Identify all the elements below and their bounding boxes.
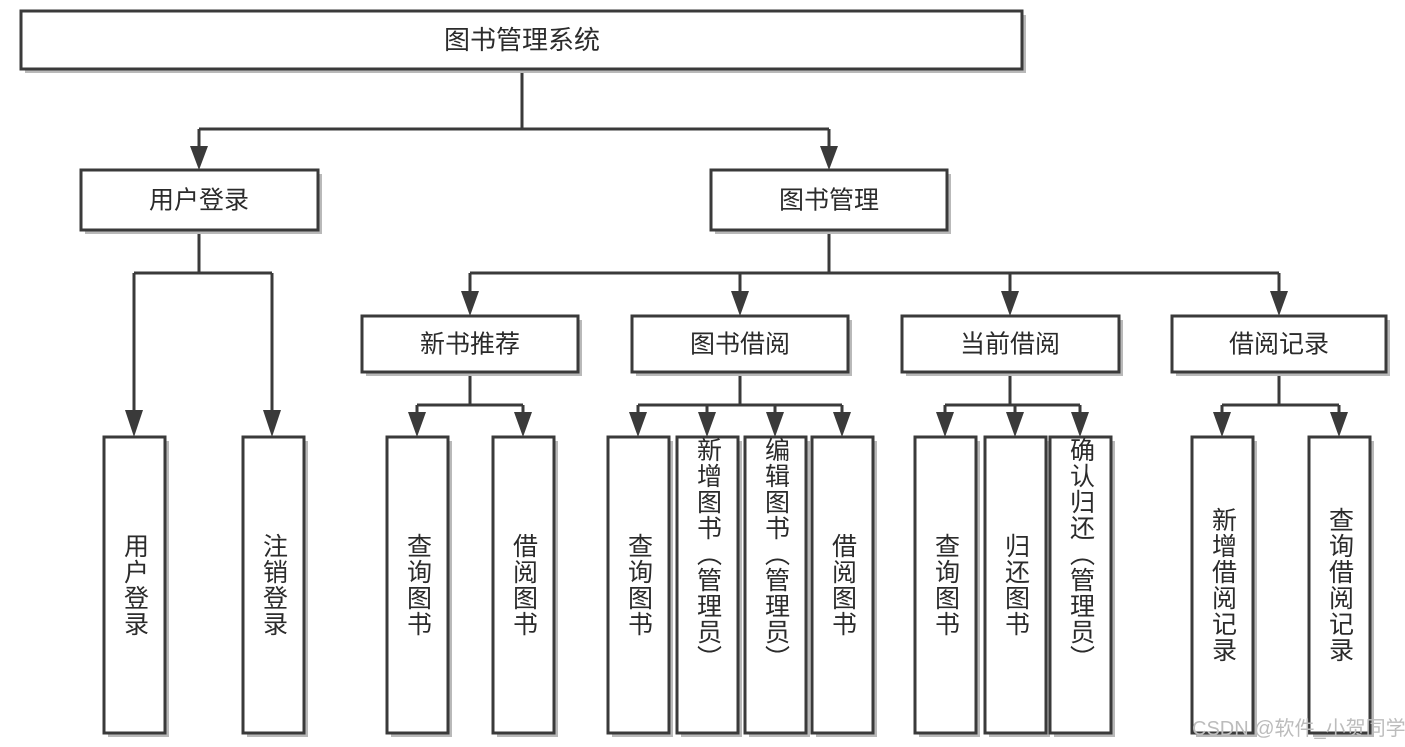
leaf-current-borrow-3-box[interactable] [1048,435,1113,735]
arrow-head-new-book [461,291,479,316]
leaf-book-borrow-4-box[interactable] [810,435,875,735]
connector-group-new-book [408,374,532,437]
connector-group-borrow-record [1213,374,1348,437]
node-new-book-recommend-label: 新书推荐 [420,331,520,359]
leaf-node-new-book-2[interactable] [491,435,558,737]
connector-group-user-login [125,232,281,437]
leaf-node-user-login-1[interactable] [102,435,169,737]
arrow-head-book-borrow [731,291,749,316]
leaf-book-borrow-2-box[interactable] [675,435,740,735]
arrow-head-leaf-new-book-2 [514,412,532,437]
leaf-node-borrow-record-1[interactable] [1190,435,1257,737]
arrow-head-borrow-record [1270,291,1288,316]
leaf-node-book-borrow-3[interactable] [743,435,810,737]
node-root[interactable]: 图书管理系统 [19,9,1026,73]
leaf-borrow-record-2-box[interactable] [1307,435,1372,735]
connector-group-root [190,69,838,170]
node-borrow-record-label: 借阅记录 [1229,331,1329,359]
leaf-node-new-book-1[interactable] [385,435,452,737]
node-current-borrow-label: 当前借阅 [960,331,1060,359]
arrow-head-leaf-borrow-record-1 [1213,412,1231,437]
node-user-login-label: 用户登录 [149,187,249,215]
leaf-node-borrow-record-2[interactable] [1307,435,1374,737]
arrow-head-leaf-user-login-1 [125,410,143,437]
arrow-head-user-login [190,146,208,170]
leaf-node-current-borrow-3[interactable] [1048,435,1115,737]
node-current-borrow-box[interactable] [900,314,1121,374]
node-book-management[interactable]: 图书管理 [709,168,951,234]
leaf-user-login-2-box[interactable] [241,435,306,735]
node-borrow-record[interactable]: 借阅记录 [1170,314,1390,376]
leaf-new-book-1-box[interactable] [385,435,450,735]
leaf-current-borrow-1-box[interactable] [913,435,978,735]
node-book-borrow-box[interactable] [630,314,850,374]
leaf-borrow-record-1-box[interactable] [1190,435,1255,735]
node-new-book-recommend[interactable]: 新书推荐 [360,314,582,376]
node-book-borrow-label: 图书借阅 [690,331,790,359]
leaf-node-book-borrow-1[interactable] [606,435,673,737]
node-user-login[interactable]: 用户登录 [79,168,322,234]
node-new-book-recommend-box[interactable] [360,314,580,374]
arrow-head-leaf-book-borrow-3 [766,412,784,437]
arrow-head-leaf-new-book-1 [408,412,426,437]
arrow-head-leaf-book-borrow-2 [698,412,716,437]
leaf-node-book-borrow-4[interactable] [810,435,877,737]
arrow-head-leaf-current-borrow-3 [1071,412,1089,437]
arrow-head-leaf-book-borrow-4 [833,412,851,437]
leaf-node-current-borrow-1[interactable] [913,435,980,737]
leaf-node-user-login-2[interactable] [241,435,308,737]
arrow-head-current-borrow [1001,291,1019,316]
arrow-head-leaf-current-borrow-1 [936,412,954,437]
node-root-label: 图书管理系统 [444,25,600,55]
arrow-head-leaf-current-borrow-2 [1006,412,1024,437]
arrow-head-leaf-book-borrow-1 [629,412,647,437]
connector-group-book-mgmt [461,232,1288,316]
arrow-head-leaf-user-login-2 [263,410,281,437]
leaf-node-book-borrow-2[interactable] [675,435,742,737]
node-user-login-box[interactable] [79,168,320,232]
arrow-head-leaf-borrow-record-2 [1330,412,1348,437]
node-book-management-label: 图书管理 [779,187,879,215]
node-book-management-box[interactable] [709,168,949,232]
leaf-book-borrow-3-box[interactable] [743,435,808,735]
csdn-watermark: CSDN @软件_小贺同学 [1192,718,1405,740]
node-book-borrow[interactable]: 图书借阅 [630,314,852,376]
leaf-node-current-borrow-2[interactable] [983,435,1050,737]
node-borrow-record-box[interactable] [1170,314,1388,374]
leaf-current-borrow-2-box[interactable] [983,435,1048,735]
node-root-box[interactable] [19,9,1024,71]
leaf-user-login-1-box[interactable] [102,435,167,735]
connector-group-current-borrow [936,374,1089,437]
leaf-book-borrow-1-box[interactable] [606,435,671,735]
node-current-borrow[interactable]: 当前借阅 [900,314,1123,376]
connector-group-book-borrow [629,374,851,437]
leaf-new-book-2-box[interactable] [491,435,556,735]
arrow-head-book-mgmt [820,146,838,170]
